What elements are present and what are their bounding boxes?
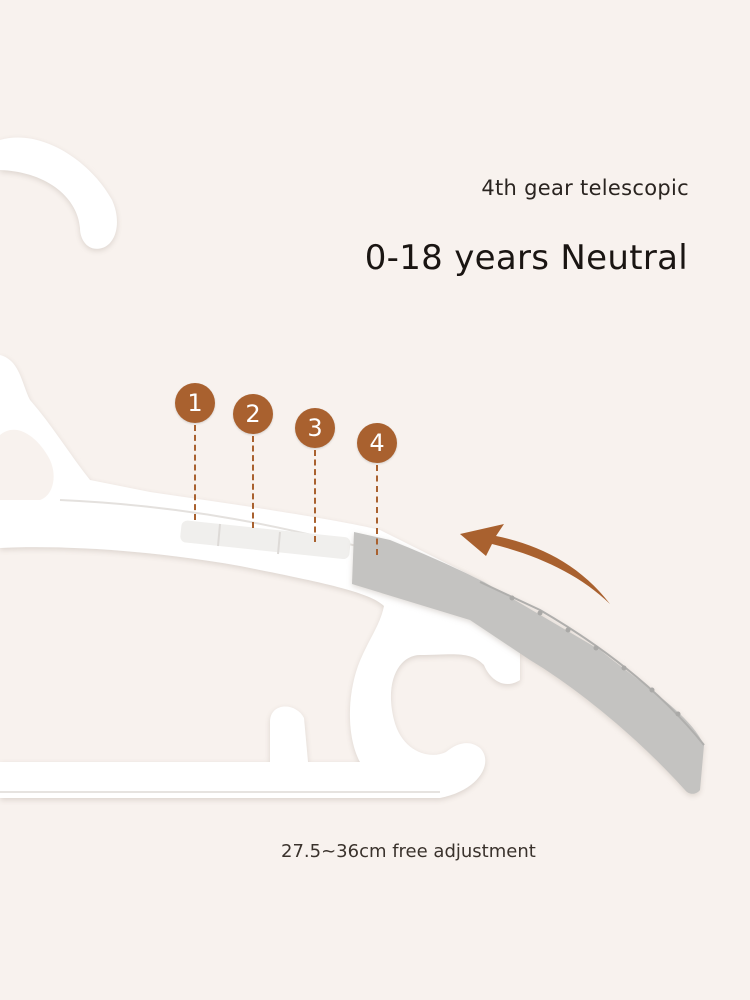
gear-marker-2-leader bbox=[252, 436, 254, 528]
gear-marker-label: 3 bbox=[307, 414, 323, 442]
telescopic-extension bbox=[352, 532, 705, 794]
subtitle: 4th gear telescopic bbox=[481, 176, 689, 200]
gear-marker-label: 1 bbox=[187, 389, 203, 417]
gear-marker-4-leader bbox=[376, 465, 378, 555]
page-title: 0-18 years Neutral bbox=[364, 238, 688, 278]
hanger-body bbox=[0, 355, 520, 798]
direction-arrow-icon bbox=[460, 524, 610, 604]
gear-marker-1: 1 bbox=[175, 383, 215, 423]
adjustment-caption: 27.5~36cm free adjustment bbox=[281, 841, 536, 862]
hanger-hook bbox=[0, 137, 117, 249]
gear-marker-2: 2 bbox=[233, 394, 273, 434]
gear-marker-4: 4 bbox=[357, 423, 397, 463]
gear-marker-label: 2 bbox=[245, 400, 261, 428]
gear-marker-3-leader bbox=[314, 450, 316, 542]
gear-marker-label: 4 bbox=[369, 429, 385, 457]
gear-marker-1-leader bbox=[194, 425, 196, 520]
gear-marker-3: 3 bbox=[295, 408, 335, 448]
